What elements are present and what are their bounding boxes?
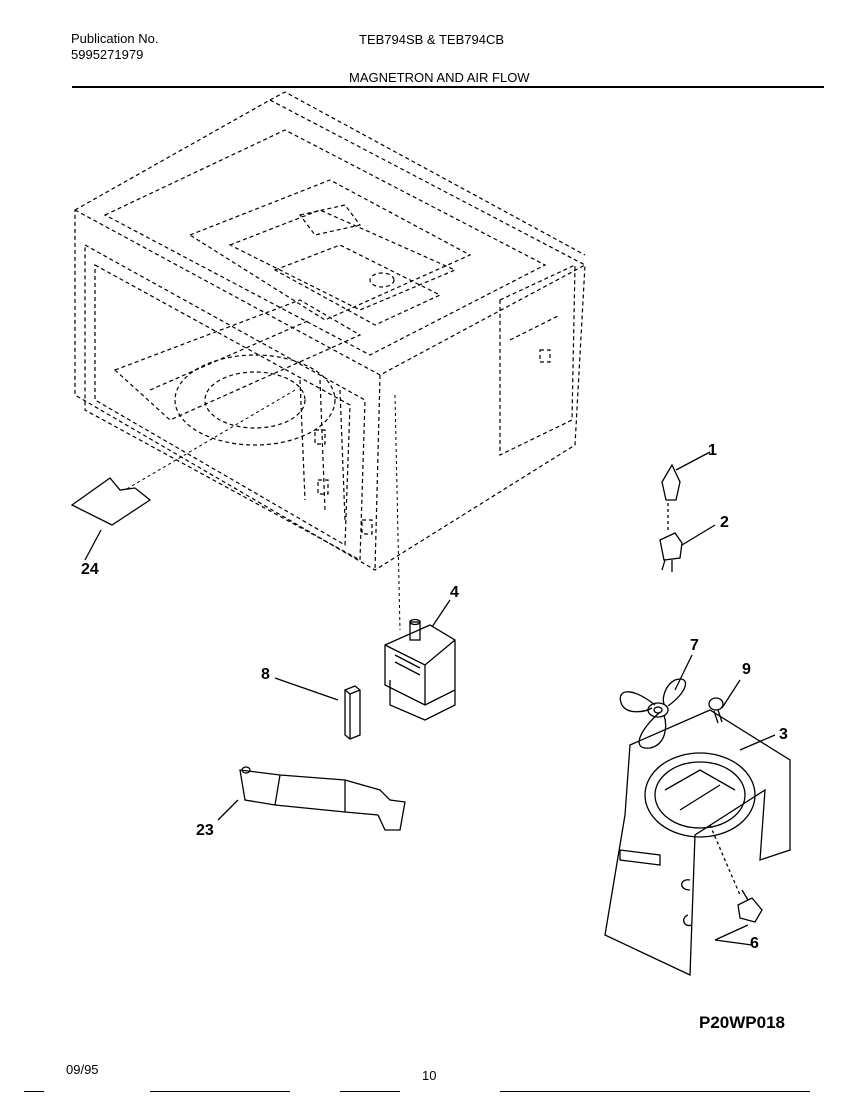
oven-cavity-outline xyxy=(74,91,586,571)
publication-number: 5995271979 xyxy=(71,47,144,62)
page-number: 10 xyxy=(422,1068,437,1083)
model-numbers: TEB794SB & TEB794CB xyxy=(359,32,505,47)
callout-8: 8 xyxy=(261,666,270,683)
part-24-waveguide-cover xyxy=(70,477,152,561)
callout-24: 24 xyxy=(81,561,99,578)
callout-6: 6 xyxy=(750,935,759,952)
part-1-thermal-cutout xyxy=(661,451,711,501)
callout-4: 4 xyxy=(450,584,459,601)
part-23-air-duct xyxy=(217,766,406,831)
callout-9: 9 xyxy=(742,661,751,678)
drawing-code: P20WP018 xyxy=(699,1013,785,1032)
part-9-screw xyxy=(708,679,741,724)
part-3-fan-duct-assembly xyxy=(604,709,791,977)
part-8-spacer xyxy=(274,677,361,740)
section-title: MAGNETRON AND AIR FLOW xyxy=(349,70,530,85)
callout-3: 3 xyxy=(779,726,788,743)
part-4-magnetron xyxy=(384,599,456,721)
part-6-connector xyxy=(709,824,763,946)
callout-1: 1 xyxy=(708,442,717,459)
footer-rule-left xyxy=(24,1091,44,1092)
callout-2: 2 xyxy=(720,514,729,531)
footer-rule-right xyxy=(500,1091,810,1092)
part-7-fan-blade xyxy=(619,654,693,749)
publication-label: Publication No. xyxy=(71,31,159,46)
header-rule xyxy=(72,86,824,88)
footer-rule-mid xyxy=(150,1091,290,1092)
callout-23: 23 xyxy=(196,822,214,839)
footer-date: 09/95 xyxy=(66,1062,99,1077)
footer-rule-mid2 xyxy=(340,1091,400,1092)
callout-7: 7 xyxy=(690,637,699,654)
part-2-clip xyxy=(659,503,716,572)
